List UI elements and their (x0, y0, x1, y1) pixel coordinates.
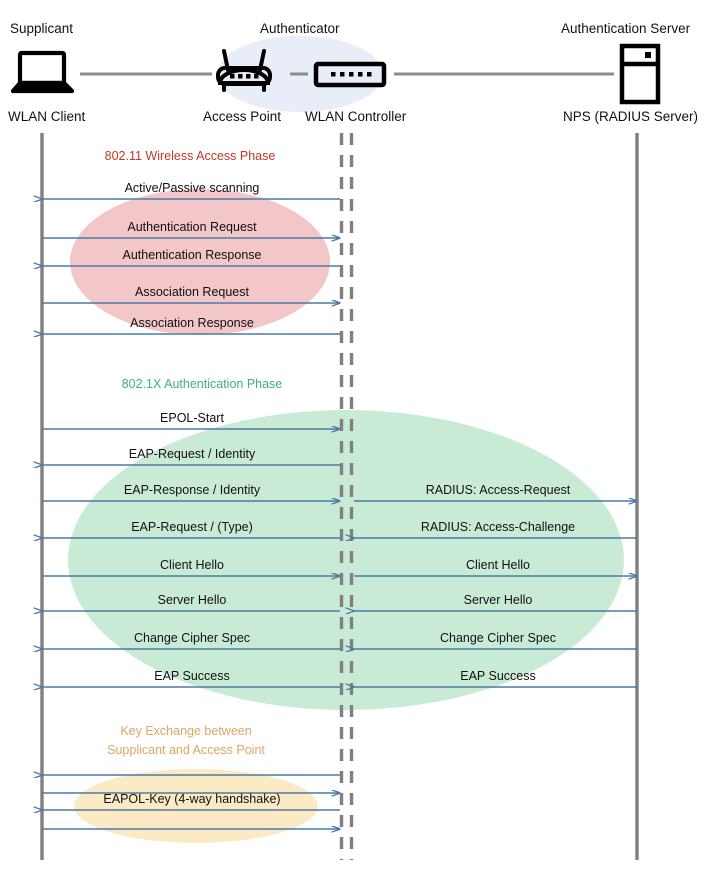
message-label-client-hello-right: Client Hello (466, 558, 530, 572)
message-label-eap-response-identity: EAP-Response / Identity (124, 483, 261, 497)
access-point-device-label: Access Point (203, 109, 281, 124)
message-eap-request-type: EAP-Request / (Type) (42, 520, 340, 538)
message-label-eapol-key-4way: EAPOL-Key (4-way handshake) (103, 792, 280, 806)
message-label-change-cipher-spec-right: Change Cipher Spec (440, 631, 556, 645)
wlan-controller-device-label: WLAN Controller (305, 109, 407, 124)
message-label-eap-success-left: EAP Success (154, 669, 230, 683)
message-eapol-key-4way: EAPOL-Key (4-way handshake) (42, 792, 340, 810)
message-label-eapol-start: EPOL-Start (160, 411, 224, 425)
message-label-association-response: Association Response (130, 316, 254, 330)
auth-server-title: Authentication Server (561, 21, 691, 36)
message-label-eap-request-identity: EAP-Request / Identity (129, 447, 256, 461)
message-label-client-hello-left: Client Hello (160, 558, 224, 572)
message-server-hello-left: Server Hello (42, 593, 340, 611)
phase-ellipse-wireless (70, 189, 330, 335)
message-client-hello-right: Client Hello (354, 558, 637, 576)
phase-label-key-exchange-line2: Supplicant and Access Point (107, 743, 265, 757)
authenticator-title: Authenticator (260, 21, 340, 36)
message-radius-access-challenge: RADIUS: Access-Challenge (354, 520, 637, 538)
message-server-hello-right: Server Hello (354, 593, 637, 611)
message-eap-request-identity: EAP-Request / Identity (42, 447, 340, 465)
message-label-server-hello-right: Server Hello (464, 593, 533, 607)
message-eapol-start: EPOL-Start (42, 411, 340, 429)
message-eap-success-right: EAP Success (354, 669, 637, 687)
message-authentication-request: Authentication Request (42, 220, 340, 238)
server-icon (619, 43, 661, 105)
message-label-radius-access-challenge: RADIUS: Access-Challenge (421, 520, 575, 534)
message-label-authentication-response: Authentication Response (123, 248, 262, 262)
laptop-icon (10, 50, 75, 94)
message-label-authentication-request: Authentication Request (127, 220, 257, 234)
message-label-association-request: Association Request (135, 285, 249, 299)
message-client-hello-left: Client Hello (42, 558, 340, 576)
message-change-cipher-spec-left: Change Cipher Spec (42, 631, 340, 649)
message-eap-response-identity: EAP-Response / Identity (42, 483, 340, 501)
message-radius-access-request: RADIUS: Access-Request (354, 483, 637, 501)
message-eap-success-left: EAP Success (42, 669, 340, 687)
message-label-change-cipher-spec-left: Change Cipher Spec (134, 631, 250, 645)
access-point-icon (216, 49, 272, 92)
message-authentication-response: Authentication Response (42, 248, 340, 266)
phase-label-dot1x: 802.1X Authentication Phase (122, 377, 283, 391)
message-label-server-hello-left: Server Hello (158, 593, 227, 607)
nps-device-label: NPS (RADIUS Server) (563, 109, 698, 124)
message-label-active-passive-scanning: Active/Passive scanning (125, 181, 260, 195)
message-active-passive-scanning: Active/Passive scanning (42, 181, 340, 199)
phase-ellipse-key-exchange (74, 769, 318, 843)
message-association-request: Association Request (42, 285, 340, 303)
phase-label-key-exchange-line1: Key Exchange between (120, 724, 251, 738)
phase-ellipse-dot1x (68, 410, 624, 710)
message-label-eap-request-type: EAP-Request / (Type) (131, 520, 253, 534)
message-association-response: Association Response (42, 316, 340, 334)
message-change-cipher-spec-right: Change Cipher Spec (354, 631, 637, 649)
message-label-eap-success-right: EAP Success (460, 669, 536, 683)
supplicant-title: Supplicant (10, 21, 73, 36)
wlan-controller-icon (313, 61, 387, 88)
message-label-radius-access-request: RADIUS: Access-Request (426, 483, 571, 497)
supplicant-device-label: WLAN Client (8, 109, 86, 124)
phase-label-wireless: 802.11 Wireless Access Phase (105, 149, 276, 163)
